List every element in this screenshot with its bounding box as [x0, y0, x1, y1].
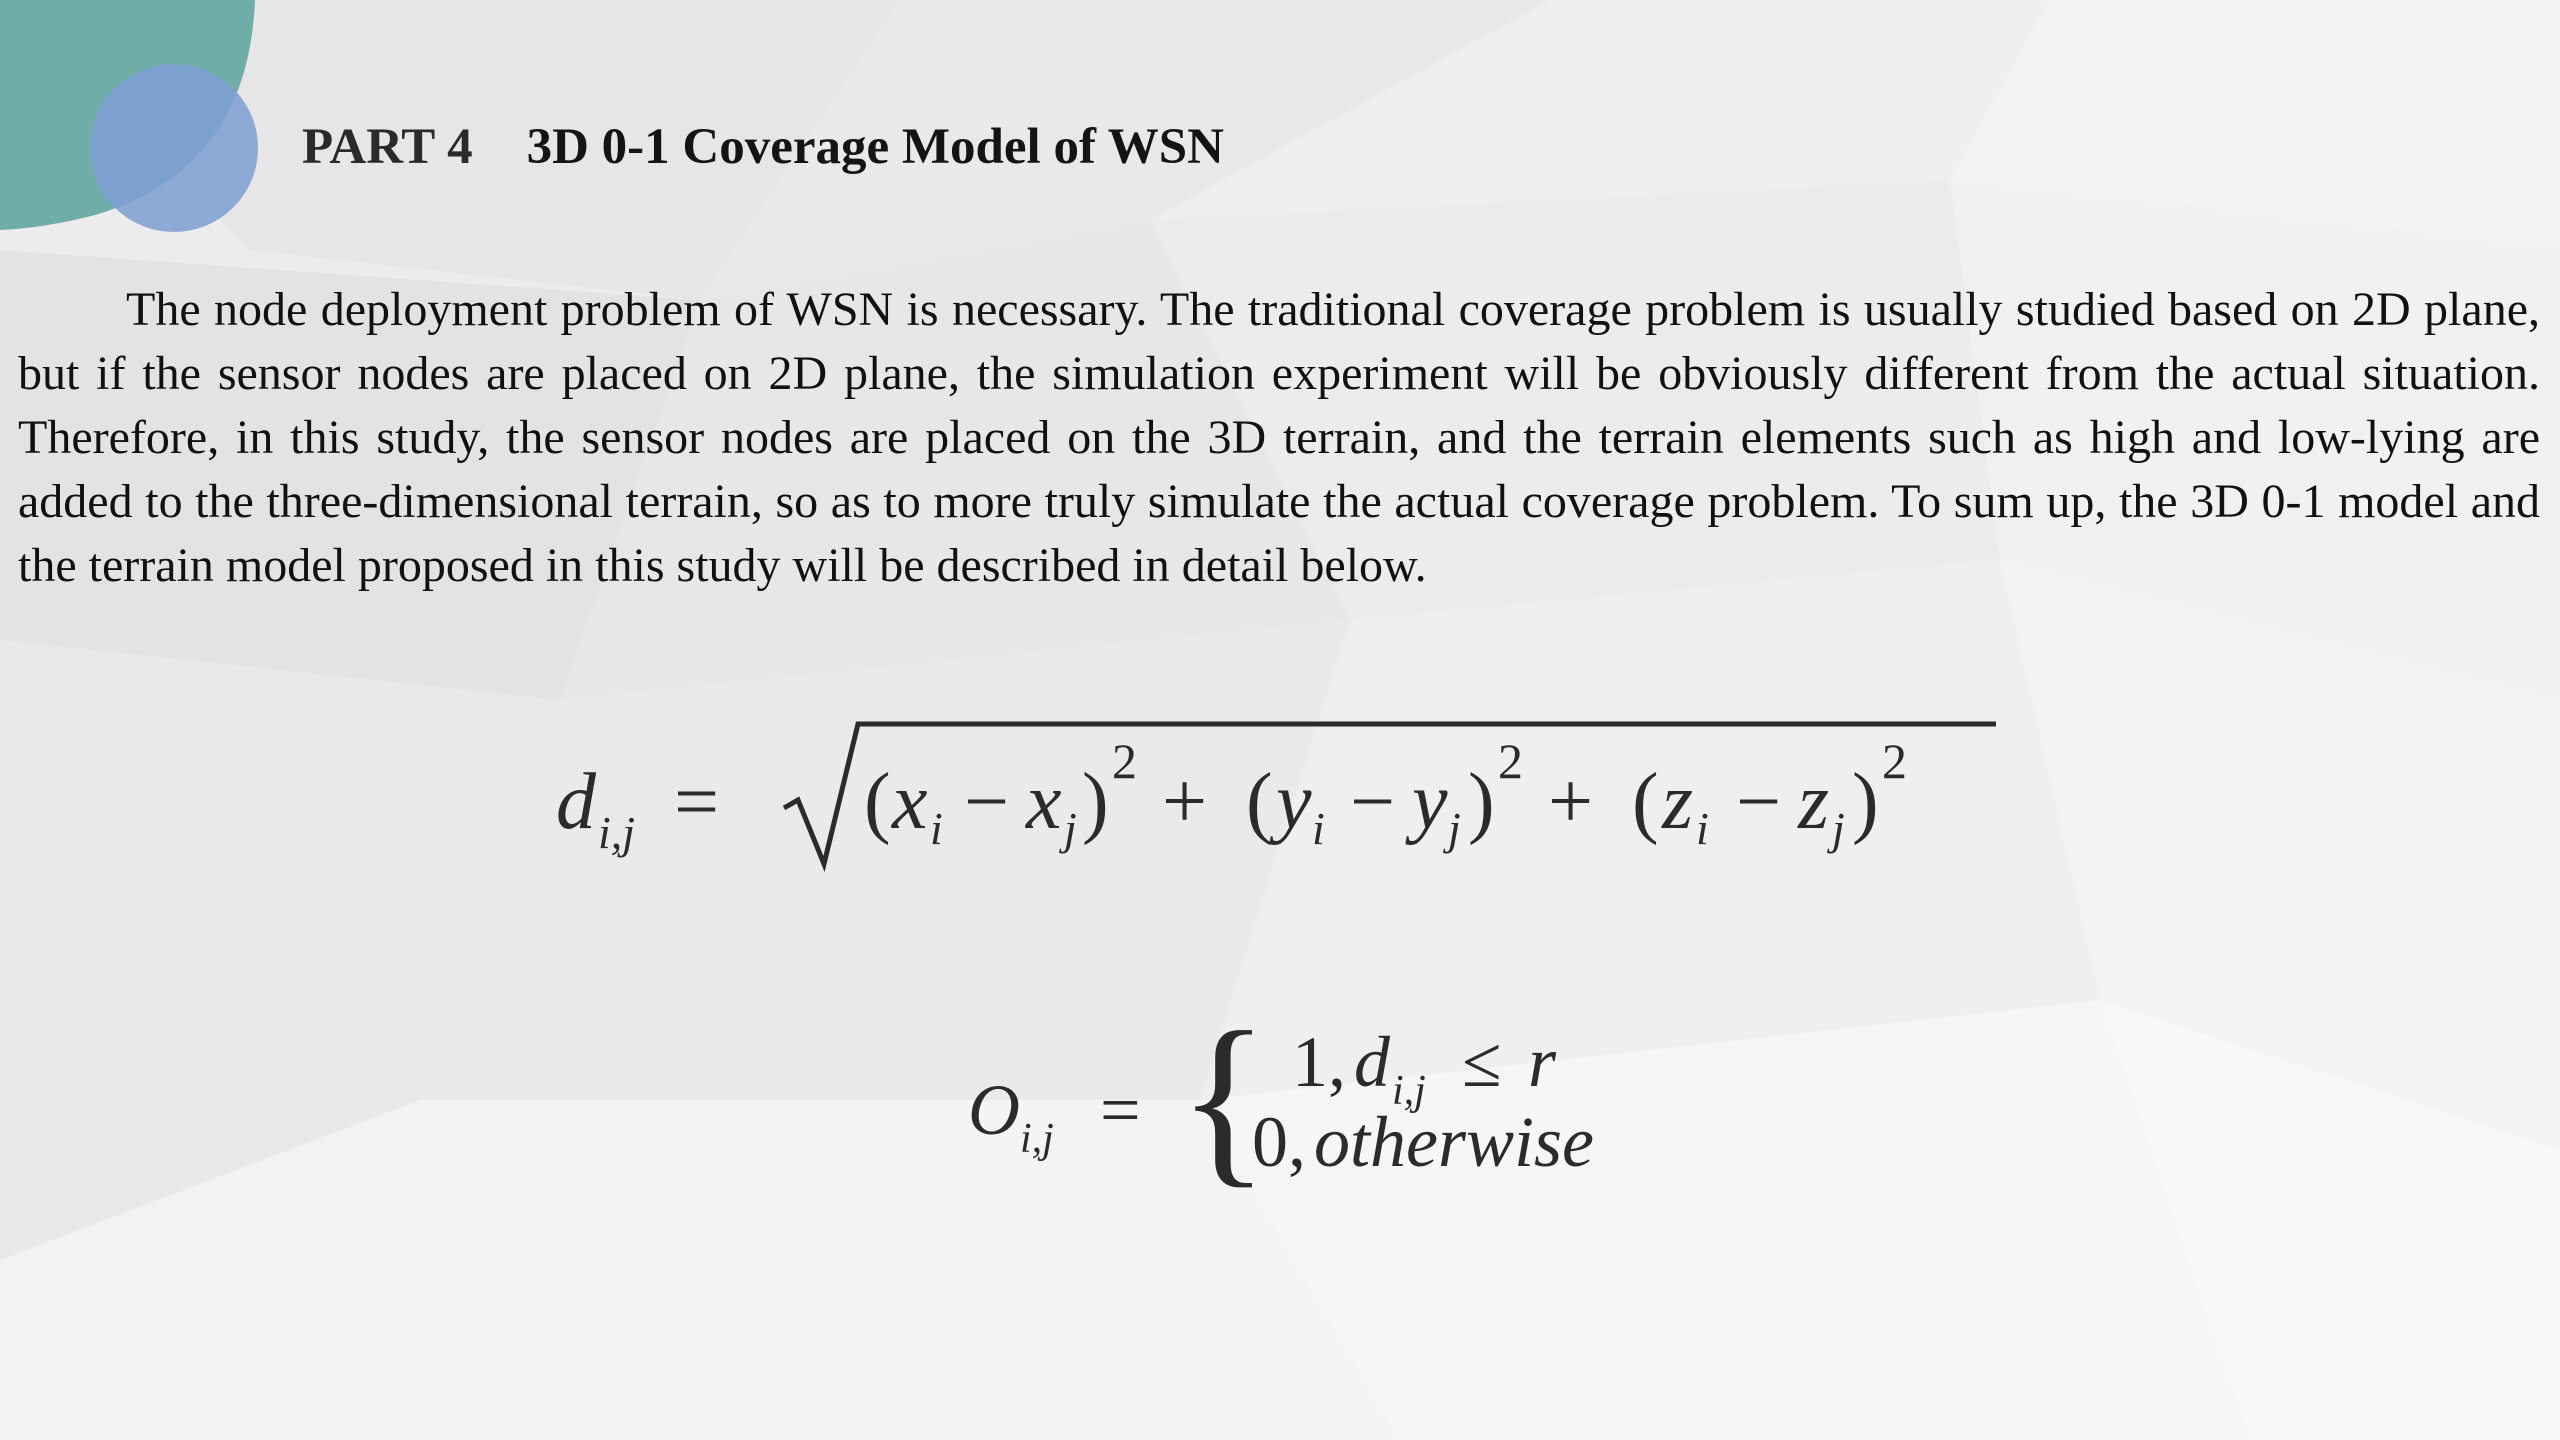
distance-lhs-sub: i,j — [598, 807, 635, 858]
paren-open-1: ( — [864, 758, 891, 846]
case2-text: otherwise — [1314, 1102, 1594, 1182]
case1-value: 1, — [1292, 1022, 1346, 1102]
var-x-1: x — [891, 758, 928, 846]
var-z-2: z — [1797, 758, 1829, 846]
power-3: 2 — [1882, 733, 1907, 789]
var-x-2: x — [1025, 758, 1062, 846]
coverage-formula: O i,j = { 1, d i,j ≤ r 0, otherwise — [968, 994, 1628, 1210]
paren-open-3: ( — [1632, 758, 1659, 846]
coverage-lhs-var: O — [968, 1070, 1020, 1150]
case-brace: { — [1178, 1010, 1269, 1204]
paren-close-3: ) — [1852, 758, 1879, 846]
sub-j-1: j — [1059, 803, 1077, 854]
power-1: 2 — [1112, 733, 1137, 789]
sub-j-2: j — [1443, 803, 1461, 854]
page-title: PART 4 3D 0-1 Coverage Model of WSN — [302, 118, 1224, 176]
coverage-equals: = — [1100, 1070, 1141, 1150]
case1-rhs: r — [1528, 1022, 1557, 1102]
minus-1: − — [964, 758, 1009, 846]
power-2: 2 — [1498, 733, 1523, 789]
minus-2: − — [1350, 758, 1395, 846]
var-y-1: y — [1269, 758, 1312, 846]
body-paragraph: The node deployment problem of WSN is ne… — [18, 283, 2540, 592]
case1-op: ≤ — [1462, 1022, 1502, 1102]
blue-circle-shape — [90, 64, 258, 232]
part-label: PART 4 — [302, 119, 473, 175]
plus-1: + — [1162, 758, 1207, 846]
case1-var: d — [1354, 1022, 1391, 1102]
coverage-lhs-sub: i,j — [1020, 1116, 1054, 1162]
var-z-1: z — [1661, 758, 1693, 846]
minus-3: − — [1736, 758, 1781, 846]
distance-formula: d i,j = ( x i − x j ) 2 + ( y i − y j ) … — [556, 716, 1996, 886]
var-y-2: y — [1405, 758, 1448, 846]
distance-lhs-var: d — [556, 758, 597, 846]
sub-i-3: i — [1696, 803, 1709, 854]
square-root-sign — [782, 721, 1996, 873]
sub-j-3: j — [1827, 803, 1845, 854]
sub-i-2: i — [1312, 803, 1325, 854]
case2-value: 0, — [1252, 1102, 1306, 1182]
corner-decoration — [0, 0, 258, 232]
paren-close-2: ) — [1468, 758, 1495, 846]
case1-sub: i,j — [1392, 1068, 1426, 1114]
title-text: 3D 0-1 Coverage Model of WSN — [526, 119, 1224, 175]
plus-2: + — [1548, 758, 1593, 846]
paren-open-2: ( — [1246, 758, 1273, 846]
paren-close-1: ) — [1082, 758, 1109, 846]
distance-equals: = — [674, 758, 719, 846]
sub-i-1: i — [930, 803, 943, 854]
